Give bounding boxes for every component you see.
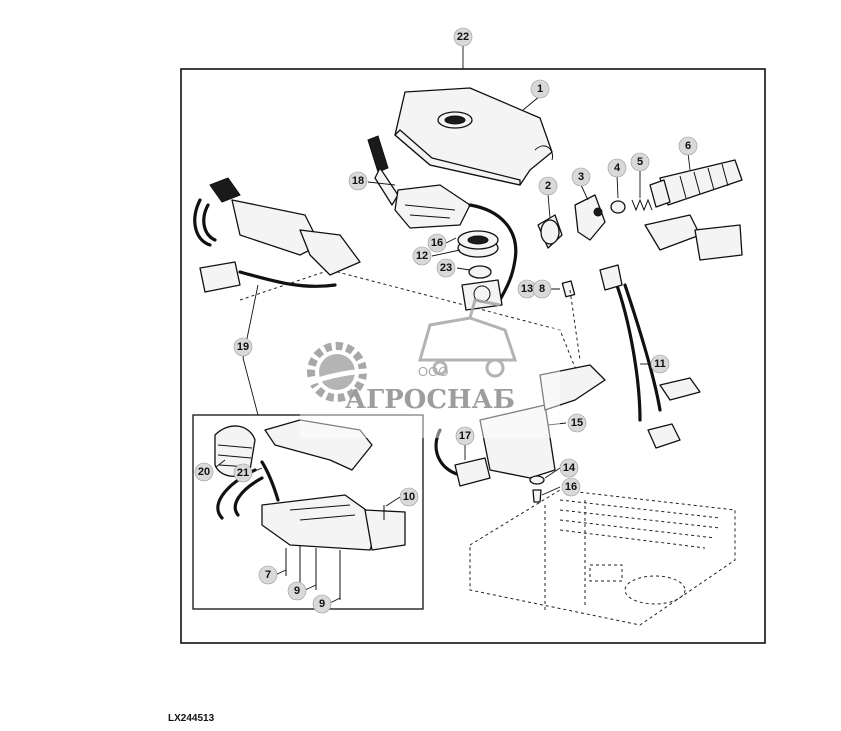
watermark-name: АГРОСНАБ bbox=[345, 385, 515, 415]
callout-label: 9 bbox=[319, 598, 325, 610]
callout-label: 13 bbox=[521, 283, 533, 295]
callout-label: 16 bbox=[431, 237, 443, 249]
callout-label: 20 bbox=[198, 466, 210, 478]
combine-harvester-icon bbox=[418, 298, 518, 378]
callout-label: 19 bbox=[237, 341, 249, 353]
part-12-collar bbox=[457, 230, 503, 311]
part-11-harness bbox=[599, 214, 743, 449]
callout-label: 12 bbox=[416, 250, 428, 262]
callout-bubble bbox=[399, 487, 419, 507]
callout-label: 2 bbox=[545, 180, 551, 192]
callout-bubble bbox=[678, 136, 698, 156]
callout-bubble bbox=[567, 413, 587, 433]
callout-label: 11 bbox=[654, 358, 666, 370]
part-17-connector bbox=[434, 428, 491, 487]
callout-label: 22 bbox=[457, 31, 469, 43]
callout-label: 14 bbox=[563, 462, 576, 474]
left-stalk-assembly bbox=[193, 177, 361, 293]
part-15-lower-shroud bbox=[479, 289, 606, 503]
callout-bubble bbox=[258, 565, 278, 585]
callout-bubble bbox=[538, 176, 558, 196]
callout-bubble bbox=[532, 279, 552, 299]
callout-label: 5 bbox=[637, 156, 643, 168]
callout-bubble bbox=[436, 258, 456, 278]
callout-bubble bbox=[607, 158, 627, 178]
callout-bubble bbox=[287, 581, 307, 601]
callout-label: 6 bbox=[685, 140, 691, 152]
callout-bubble bbox=[427, 233, 447, 253]
callout-bubble bbox=[233, 463, 253, 483]
callout-label: 21 bbox=[237, 467, 249, 479]
callout-bubble bbox=[453, 27, 473, 47]
knob-assembly bbox=[537, 159, 743, 249]
inset-frame bbox=[192, 414, 424, 610]
callout-bubble bbox=[233, 337, 253, 357]
callout-label: 7 bbox=[265, 569, 271, 581]
callout-bubble bbox=[412, 246, 432, 266]
callout-label: 16 bbox=[565, 481, 577, 493]
callout-bubble bbox=[650, 354, 670, 374]
callout-bubble bbox=[312, 594, 332, 614]
inset-parts bbox=[214, 419, 406, 600]
callout-label: 3 bbox=[578, 171, 584, 183]
callout-label: 23 bbox=[440, 262, 452, 274]
part-1-shroud-top bbox=[394, 87, 554, 186]
callout-label: 18 bbox=[352, 175, 364, 187]
callout-bubble bbox=[194, 462, 214, 482]
part-8-clip bbox=[561, 280, 576, 298]
callout-label: 10 bbox=[403, 491, 415, 503]
callout-bubble bbox=[630, 152, 650, 172]
callout-label: 9 bbox=[294, 585, 300, 597]
gear-icon bbox=[304, 342, 421, 402]
callout-bubble bbox=[559, 458, 579, 478]
reference-code: LX244513 bbox=[168, 713, 215, 724]
watermark: ООО АГРОСНАБ bbox=[300, 298, 560, 438]
callout-label: 17 bbox=[459, 430, 471, 442]
callout-label: 15 bbox=[571, 417, 583, 429]
part-18-switch bbox=[367, 135, 518, 302]
callout-label: 8 bbox=[539, 283, 545, 295]
callout-bubble bbox=[348, 171, 368, 191]
watermark-prefix: ООО bbox=[418, 364, 448, 379]
callout-bubble bbox=[561, 477, 581, 497]
callout-bubble bbox=[530, 79, 550, 99]
callout-bubble bbox=[571, 167, 591, 187]
main-frame bbox=[180, 68, 766, 644]
dashboard-outline bbox=[239, 269, 736, 626]
callout-bubble bbox=[455, 426, 475, 446]
callout-label: 1 bbox=[537, 83, 543, 95]
callout-label: 4 bbox=[614, 162, 621, 174]
